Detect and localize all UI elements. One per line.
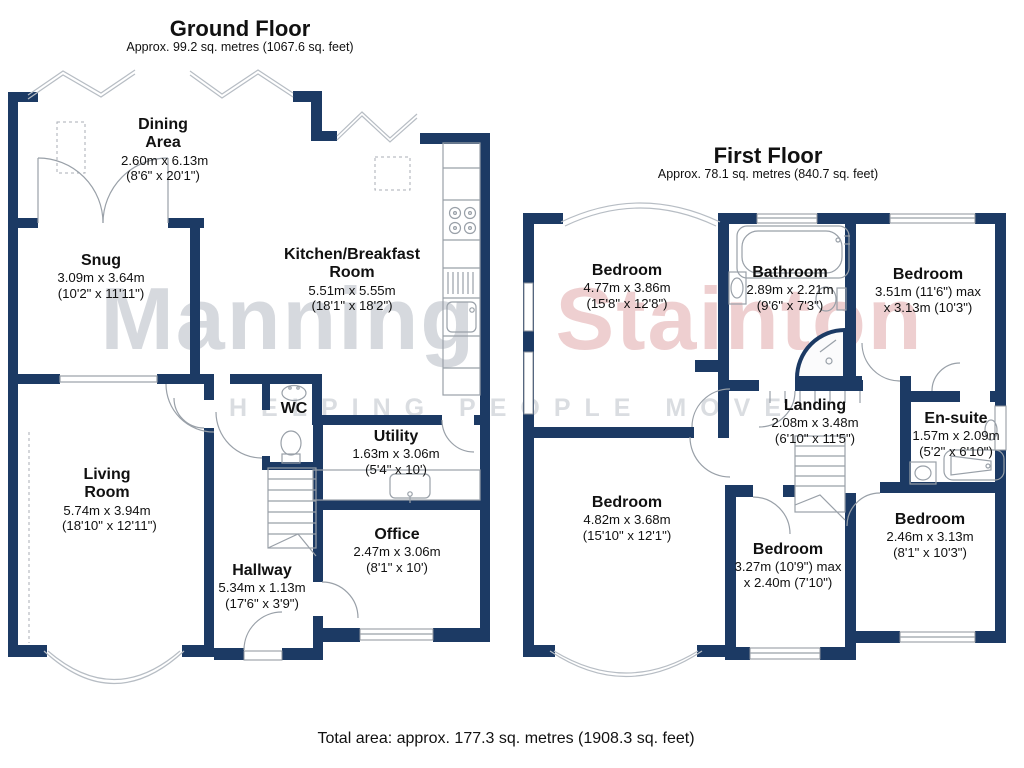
room-dim-metric: 2.46m x 3.13m (886, 529, 974, 545)
ground-floor-walls (8, 91, 490, 660)
room-name: Hallway (232, 562, 292, 579)
room-dim-imperial: (17'6" x 3'9") (225, 595, 299, 611)
room-name: Landing (783, 397, 847, 414)
hob-burners-icon (448, 206, 477, 235)
room-dim-imperial: (8'6" x 20'1") (126, 167, 200, 183)
room-dim-imperial: (15'8" x 12'8") (586, 295, 668, 311)
utility-counter (312, 469, 481, 503)
room-dim-metric: 3.27m (10'9") max (734, 559, 842, 575)
room-label-bedroom-top-right: Bedroom 3.51m (11'6") max x 3.13m (10'3"… (875, 266, 981, 315)
room-label-hallway: Hallway 5.34m x 1.13m (17'6" x 3'9") (218, 562, 305, 611)
room-dim-metric: 1.57m x 2.09m (912, 428, 1000, 444)
room-label-wc: WC (281, 400, 308, 418)
room-label-living-room: Living Room 5.74m x 3.94m (18'10" x 12'1… (62, 466, 157, 533)
room-name: En-suite (924, 410, 988, 427)
room-name: Living Room (83, 466, 131, 502)
room-dim-metric: 4.82m x 3.68m (583, 512, 671, 528)
room-dim-imperial: (8'1" x 10'3") (893, 544, 967, 560)
room-name: Kitchen/Breakfast Room (283, 246, 421, 282)
room-dim-metric: 2.47m x 3.06m (353, 544, 441, 560)
room-dim-imperial: (9'6" x 7'3") (756, 297, 824, 313)
room-dim-metric: 3.51m (11'6") max (875, 284, 981, 300)
room-label-bathroom: Bathroom 2.89m x 2.21m (9'6" x 7'3") (746, 264, 833, 313)
kitchen-sink-icon (446, 301, 477, 333)
room-dim-metric: 2.60m x 6.13m (121, 152, 209, 168)
room-label-landing: Landing 2.08m x 3.48m (6'10" x 11'5") (771, 397, 858, 446)
room-label-office: Office 2.47m x 3.06m (8'1" x 10') (353, 526, 440, 575)
first-floor-door-arcs (689, 342, 961, 535)
ground-floor-break-lines (27, 69, 418, 643)
room-name: WC (280, 400, 308, 417)
room-dim-imperial: (5'2" x 6'10") (919, 443, 993, 459)
oven-hatch-icon (447, 272, 474, 294)
room-dim-imperial: (8'1" x 10') (366, 559, 428, 575)
bathroom-fixtures (728, 225, 850, 380)
room-dim-imperial: (5'4" x 10') (365, 461, 427, 477)
room-dim-metric: 4.77m x 3.86m (583, 280, 671, 296)
first-floor-windows (359, 213, 1007, 660)
room-dim-metric: 3.09m x 3.64m (57, 270, 145, 286)
room-dim-metric: 5.51m x 5.55m (308, 282, 396, 298)
room-dim-imperial: x 3.13m (10'3") (883, 299, 973, 315)
ground-floor-stairs (267, 467, 317, 557)
room-label-bedroom-bottom-right: Bedroom 2.46m x 3.13m (8'1" x 10'3") (886, 511, 973, 560)
ground-floor-openings-and-doors (37, 157, 475, 661)
first-floor-subtitle: Approx. 78.1 sq. metres (840.7 sq. feet) (657, 167, 879, 181)
room-label-snug: Snug 3.09m x 3.64m (10'2" x 11'11") (57, 252, 144, 301)
room-dim-metric: 5.74m x 3.94m (63, 502, 151, 518)
total-area-text: Total area: approx. 177.3 sq. metres (19… (317, 730, 695, 747)
ground-floor-title: Ground Floor (169, 16, 311, 41)
brand-watermark-primary: Manning (100, 269, 477, 368)
room-name: Bedroom (752, 541, 824, 558)
room-dim-imperial: (10'2" x 11'11") (57, 285, 145, 301)
room-dim-imperial: (15'10" x 12'1") (582, 527, 672, 543)
room-dim-metric: 2.08m x 3.48m (771, 415, 859, 431)
brand-watermark-secondary: Stainton (555, 269, 924, 368)
room-name: Bathroom (752, 264, 828, 281)
room-name: Utility (373, 428, 419, 445)
room-label-utility: Utility 1.63m x 3.06m (5'4" x 10') (352, 428, 439, 477)
corner-shower-icon (794, 327, 847, 380)
room-name: Bedroom (892, 266, 964, 283)
room-label-bedroom-front: Bedroom 4.77m x 3.86m (15'8" x 12'8") (583, 262, 670, 311)
room-label-kitchen: Kitchen/Breakfast Room 5.51m x 5.55m (18… (267, 246, 437, 313)
ground-floor-bay-window (43, 650, 185, 685)
kitchen-counter-and-appliances (442, 142, 481, 396)
room-dim-metric: 2.89m x 2.21m (746, 282, 834, 298)
room-dim-imperial: (18'1" x 18'2") (311, 297, 393, 313)
room-name: Bedroom (591, 494, 663, 511)
room-label-bedroom-middle: Bedroom 3.27m (10'9") max x 2.40m (7'10"… (735, 541, 842, 590)
first-floor-title: First Floor (713, 143, 823, 168)
room-dim-imperial: x 2.40m (7'10") (743, 574, 833, 590)
first-floor-bays (549, 202, 721, 678)
ground-floor-subtitle: Approx. 99.2 sq. metres (1067.6 sq. feet… (126, 40, 354, 54)
room-name: Office (374, 526, 420, 543)
room-label-bedroom-rear: Bedroom 4.82m x 3.68m (15'10" x 12'1") (583, 494, 671, 543)
wc-fixtures (280, 384, 307, 464)
first-floor-stairs (769, 391, 861, 521)
ensuite-fixtures (909, 419, 1005, 485)
room-name: Bedroom (591, 262, 663, 279)
room-dim-imperial: (6'10" x 11'5") (774, 430, 856, 446)
brand-watermark: Manning Stainton (0, 268, 1024, 370)
room-dim-metric: 1.63m x 3.06m (352, 446, 440, 462)
room-dim-metric: 5.34m x 1.13m (218, 580, 306, 596)
landing-balustrade (769, 391, 861, 403)
room-name: Bedroom (894, 511, 966, 528)
room-name: Snug (80, 252, 121, 269)
room-name: Dining Area (138, 116, 188, 152)
room-label-dining-area: Dining Area 2.60m x 6.13m (8'6" x 20'1") (121, 116, 209, 183)
room-label-ensuite: En-suite 1.57m x 2.09m (5'2" x 6'10") (912, 410, 999, 459)
room-dim-imperial: (18'10" x 12'11") (62, 517, 157, 533)
